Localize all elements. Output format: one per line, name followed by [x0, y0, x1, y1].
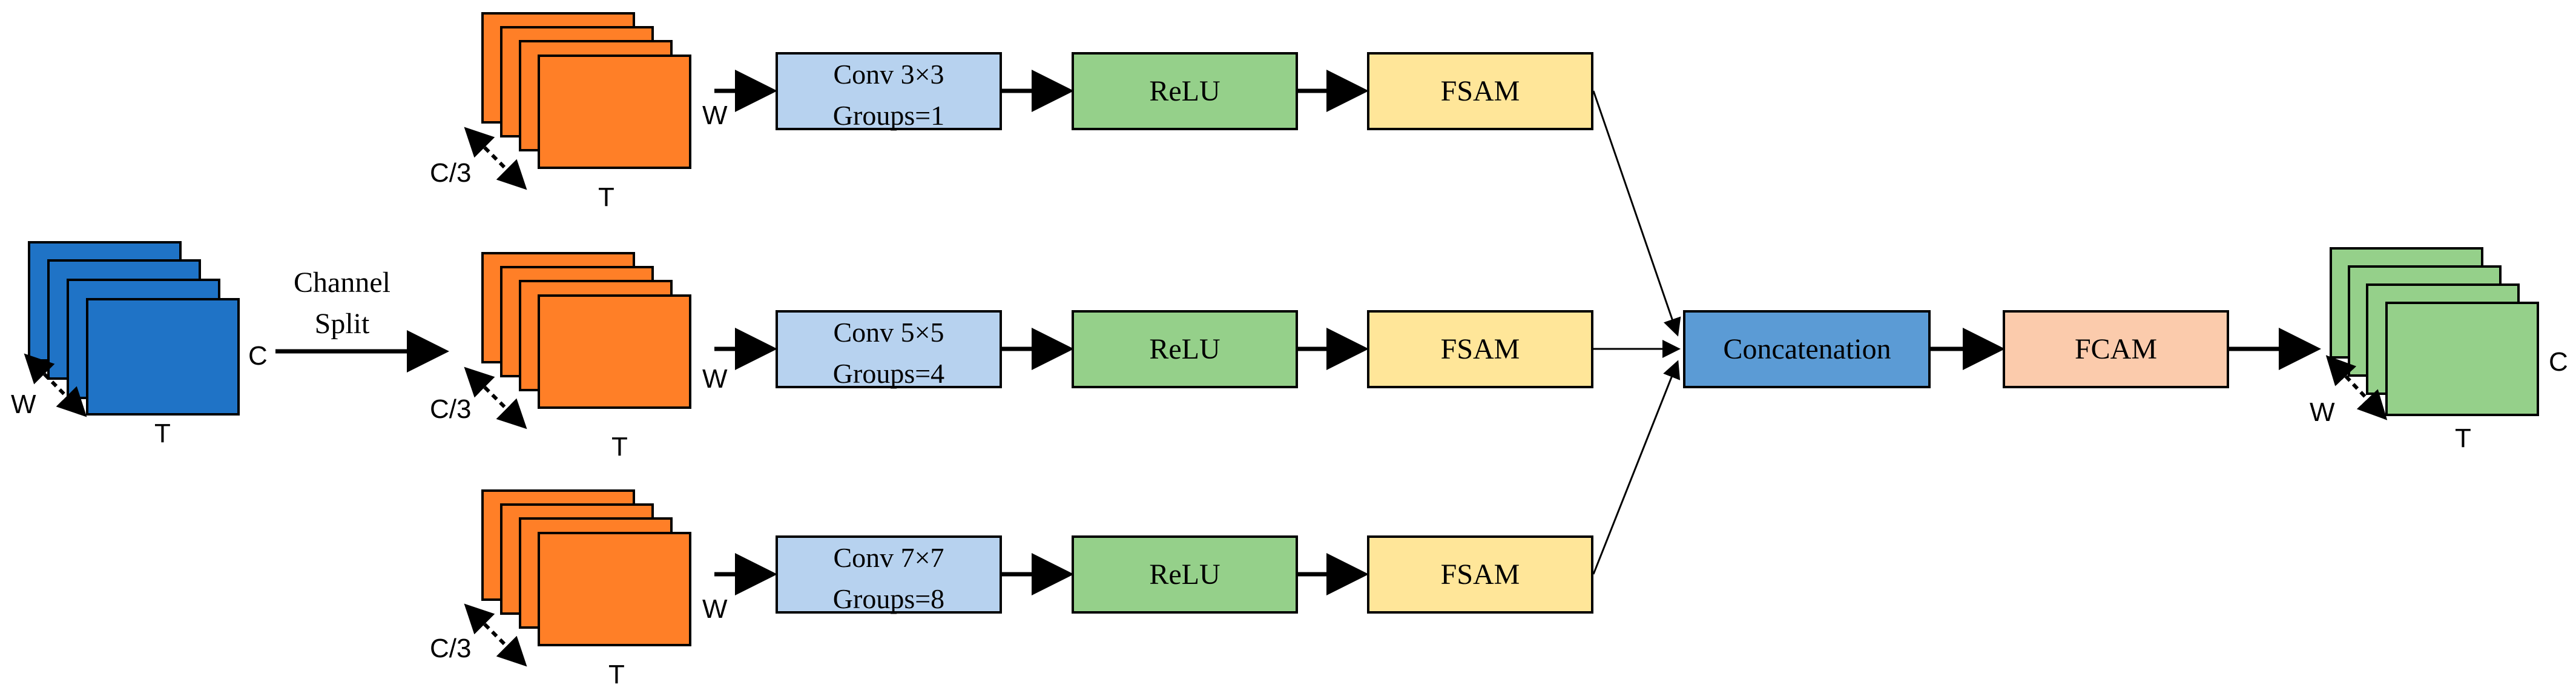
branch-dim-w: W: [702, 101, 728, 130]
channel-split: Channel Split: [275, 267, 449, 373]
fsam1-to-concat-arrow: [1592, 90, 1681, 337]
relu-block: [1072, 310, 1298, 388]
input-dim-c: C: [248, 341, 268, 371]
output-dim-w: W: [2310, 397, 2335, 427]
conv-label-line2: Groups=1: [833, 100, 944, 131]
fcam-label: FCAM: [2075, 333, 2157, 365]
branch-tensor-layer: [538, 55, 691, 169]
input-tensor-layer: [86, 298, 240, 416]
relu-label: ReLU: [1149, 75, 1220, 107]
branch-1: C/3 W T Conv 3×3 Groups=1 ReLU FSAM: [430, 12, 1593, 212]
output-tensor-stack: C W T: [2310, 247, 2568, 453]
channel-split-label-line1: Channel: [294, 267, 390, 299]
branch-dim-t: T: [608, 660, 625, 689]
input-w-dim-arrow: [24, 353, 87, 417]
branch-tensor-layer: [538, 532, 691, 646]
input-dim-w: W: [11, 389, 36, 419]
output-tensor-layer: [2385, 302, 2539, 416]
branch-dim-c: C/3: [430, 158, 471, 188]
fcam-block: [2003, 310, 2229, 388]
branch-tensor-layer: [538, 294, 691, 409]
output-dim-t: T: [2455, 423, 2471, 453]
branch-dim-c: C/3: [430, 634, 471, 663]
branch-c-dim-arrow: [464, 127, 527, 190]
relu-block: [1072, 52, 1298, 130]
conv-block: [776, 310, 1002, 388]
conv-label-line1: Conv 5×5: [833, 317, 944, 348]
fcam-node: FCAM: [2003, 310, 2229, 388]
fsam-block: [1367, 310, 1593, 388]
channel-split-label-line2: Split: [315, 308, 370, 340]
input-dim-t: T: [154, 419, 171, 448]
relu-label: ReLU: [1149, 558, 1220, 591]
fsam-label: FSAM: [1441, 75, 1520, 107]
conv-label-line1: Conv 7×7: [833, 542, 944, 573]
conv-block: [776, 535, 1002, 614]
concatenation-label: Concatenation: [1723, 333, 1891, 365]
branch-dim-t: T: [598, 182, 614, 212]
concatenation-node: Concatenation: [1683, 310, 1931, 388]
branch-dim-t: T: [611, 432, 628, 462]
branch-dim-c: C/3: [430, 394, 471, 424]
branch-dim-w: W: [702, 594, 728, 624]
fsam-label: FSAM: [1441, 558, 1520, 591]
conv-label-line2: Groups=8: [833, 583, 944, 614]
conv-block: [776, 52, 1002, 130]
output-w-dim-arrow: [2325, 355, 2388, 420]
branch-3: C/3 W T Conv 7×7 Groups=8 ReLU FSAM: [430, 489, 1593, 689]
conv-label-line2: Groups=4: [833, 358, 944, 389]
fsam-label: FSAM: [1441, 333, 1520, 365]
branch-2: C/3 W T Conv 5×5 Groups=4 ReLU FSAM: [430, 252, 1593, 462]
input-tensor-stack: C W T: [11, 241, 268, 448]
branch-c-dim-arrow: [464, 603, 527, 667]
concatenation-block: [1683, 310, 1931, 388]
output-dim-c: C: [2549, 347, 2568, 377]
conv-label-line1: Conv 3×3: [833, 59, 944, 90]
fsam3-to-concat-arrow: [1592, 360, 1681, 575]
branch-c-dim-arrow: [464, 366, 527, 429]
branch-dim-w: W: [702, 364, 728, 394]
relu-label: ReLU: [1149, 333, 1220, 365]
fsam-block: [1367, 535, 1593, 614]
fsam-block: [1367, 52, 1593, 130]
